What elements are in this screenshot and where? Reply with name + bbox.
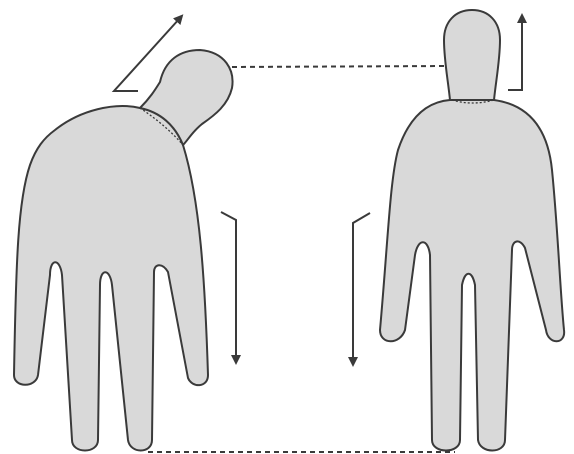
figure-right [380, 10, 564, 451]
figure-left-body [14, 106, 208, 450]
figure-right-head [444, 10, 500, 100]
figure-left [14, 50, 233, 451]
head-level-line [232, 66, 444, 67]
arrow-left-body [221, 212, 236, 360]
arrow-right-body [353, 213, 370, 362]
arrow-right-head [508, 18, 522, 90]
figure-right-body [380, 100, 564, 451]
